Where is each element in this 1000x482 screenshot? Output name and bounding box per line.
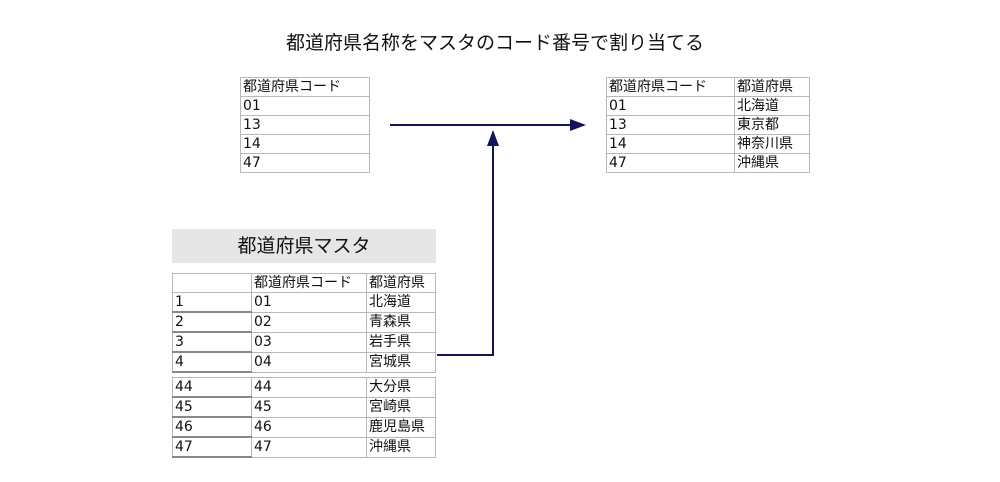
master-cell: 45 bbox=[172, 396, 252, 418]
master-cell: 46 bbox=[172, 416, 252, 438]
master-cell: 04 bbox=[251, 351, 367, 373]
master-cell: 沖縄県 bbox=[366, 436, 436, 458]
master-cell: 青森県 bbox=[366, 311, 436, 333]
master-cell: 宮崎県 bbox=[366, 396, 436, 418]
output-cell: 北海道 bbox=[734, 96, 810, 116]
master-cell: 45 bbox=[251, 396, 367, 418]
master-cell: 47 bbox=[172, 436, 252, 458]
master-header: 都道府県 bbox=[366, 273, 436, 293]
output-header-code: 都道府県コード bbox=[606, 77, 735, 97]
master-cell: 3 bbox=[172, 331, 252, 353]
input-header: 都道府県コード bbox=[240, 77, 370, 97]
master-cell: 1 bbox=[172, 292, 252, 313]
output-cell: 神奈川県 bbox=[734, 134, 810, 154]
master-cell: 岩手県 bbox=[366, 331, 436, 353]
master-cell: 宮城県 bbox=[366, 351, 436, 373]
input-table: 都道府県コード 01 13 14 47 bbox=[240, 77, 370, 173]
master-cell: 02 bbox=[251, 311, 367, 333]
output-cell: 沖縄県 bbox=[734, 153, 810, 173]
arrow-up bbox=[437, 130, 499, 356]
master-cell: 44 bbox=[172, 377, 252, 398]
diagram-title: 都道府県名称をマスタのコード番号で割り当てる bbox=[285, 32, 704, 54]
input-cell: 47 bbox=[240, 153, 370, 173]
master-cell: 2 bbox=[172, 311, 252, 333]
master-title: 都道府県マスタ bbox=[172, 229, 436, 263]
output-cell: 47 bbox=[606, 153, 735, 173]
master-header: 都道府県コード bbox=[251, 273, 367, 293]
master-cell: 4 bbox=[172, 351, 252, 373]
output-cell: 01 bbox=[606, 96, 735, 116]
